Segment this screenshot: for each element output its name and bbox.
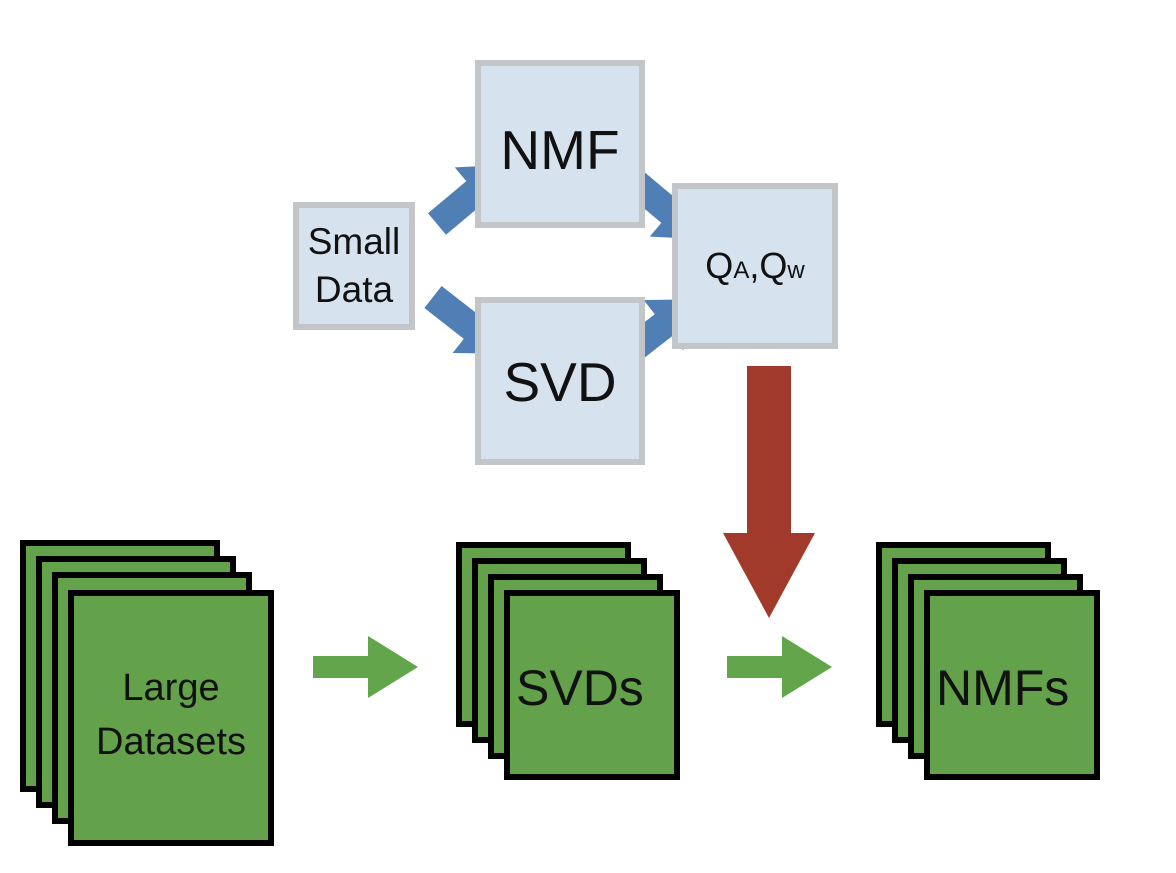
- svd-label: SVD: [503, 351, 617, 413]
- q-factors-box: QA,Qw: [672, 183, 838, 349]
- nmf-box: NMF: [475, 60, 645, 228]
- large-datasets-label: Large Datasets: [68, 640, 274, 790]
- qw-main: Q: [759, 245, 788, 286]
- stack-sheet: [924, 590, 1100, 780]
- nmf-label: NMF: [500, 119, 620, 181]
- svd-box: SVD: [475, 297, 645, 465]
- svds-label: SVDs: [516, 659, 644, 716]
- nmfs-label: NMFs: [936, 659, 1070, 716]
- small-data-label-line1: Small: [307, 221, 401, 262]
- q-factors-label: QA,Qw: [705, 245, 804, 287]
- arrow-down-red-icon: [723, 366, 815, 618]
- stack-sheet: [504, 590, 680, 780]
- q-separator: ,: [749, 245, 760, 286]
- qa-main: Q: [705, 245, 734, 286]
- large-datasets-line2: Datasets: [96, 721, 246, 763]
- qa-subscript: A: [733, 257, 750, 284]
- arrow-right-green-icon: [727, 636, 832, 698]
- arrow-right-green-icon: [313, 636, 418, 698]
- small-data-label-line2: Data: [314, 269, 394, 310]
- small-data-box: Small Data: [293, 202, 415, 330]
- stack-sheet: [68, 590, 274, 846]
- qw-subscript: w: [787, 257, 805, 284]
- large-datasets-line1: Large: [122, 667, 220, 709]
